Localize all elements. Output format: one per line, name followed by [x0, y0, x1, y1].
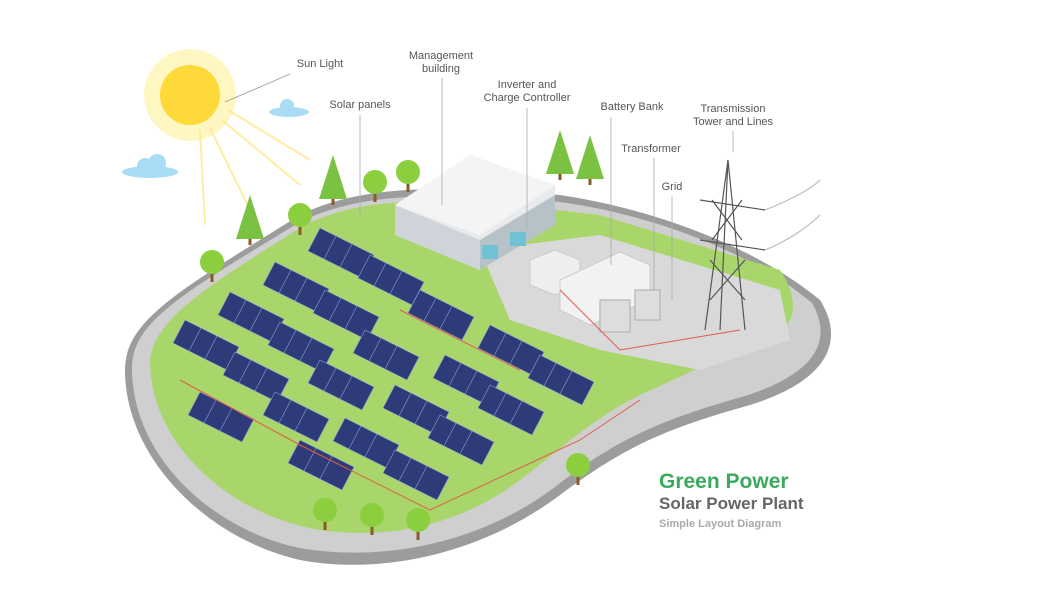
label-sun-light: Sun Light — [296, 58, 344, 70]
title-main: Green Power — [659, 470, 789, 493]
tree-icon — [313, 498, 337, 530]
title-caption: Simple Layout Diagram — [659, 518, 782, 530]
transmission-tower-icon — [699, 159, 821, 331]
title-sub: Solar Power Plant — [659, 494, 804, 513]
solar-panel — [439, 305, 475, 341]
tree-icon — [319, 155, 347, 205]
cloud-icon — [122, 99, 309, 178]
tree-icon — [360, 503, 384, 535]
solar-panel — [294, 407, 330, 443]
label-line: Management — [408, 50, 474, 62]
label-grid: Grid — [661, 181, 683, 193]
tree-icon — [200, 250, 224, 282]
label-transformer: Transformer — [621, 143, 681, 155]
solar-panel — [339, 375, 375, 411]
cable-lines — [179, 289, 741, 511]
sun-icon — [144, 49, 311, 226]
label-line: building — [422, 63, 460, 75]
tree-icon — [406, 508, 430, 540]
tree-icon — [566, 453, 590, 485]
label-line: Charge Controller — [483, 92, 571, 104]
tree-icon — [396, 160, 420, 192]
label-battery-bank: Battery Bank — [600, 101, 664, 113]
label-line: Inverter and — [497, 79, 557, 91]
solar-panel — [414, 465, 450, 501]
solar-panel — [384, 345, 420, 381]
tree-icon — [288, 203, 312, 235]
tree-icon — [576, 135, 604, 185]
solar-panel — [509, 400, 545, 436]
tree-icon — [236, 195, 264, 245]
solar-panel — [219, 407, 255, 443]
label-line: Tower and Lines — [692, 116, 774, 128]
transformer — [599, 289, 661, 333]
solar-panel — [459, 430, 495, 466]
management-building — [395, 155, 555, 270]
label-line: Transmission — [700, 103, 766, 115]
tree-icon — [363, 170, 387, 202]
solar-panel — [559, 370, 595, 406]
solar-panel — [319, 455, 355, 491]
label-solar-panels: Solar panels — [329, 99, 391, 111]
tree-icon — [546, 130, 574, 180]
